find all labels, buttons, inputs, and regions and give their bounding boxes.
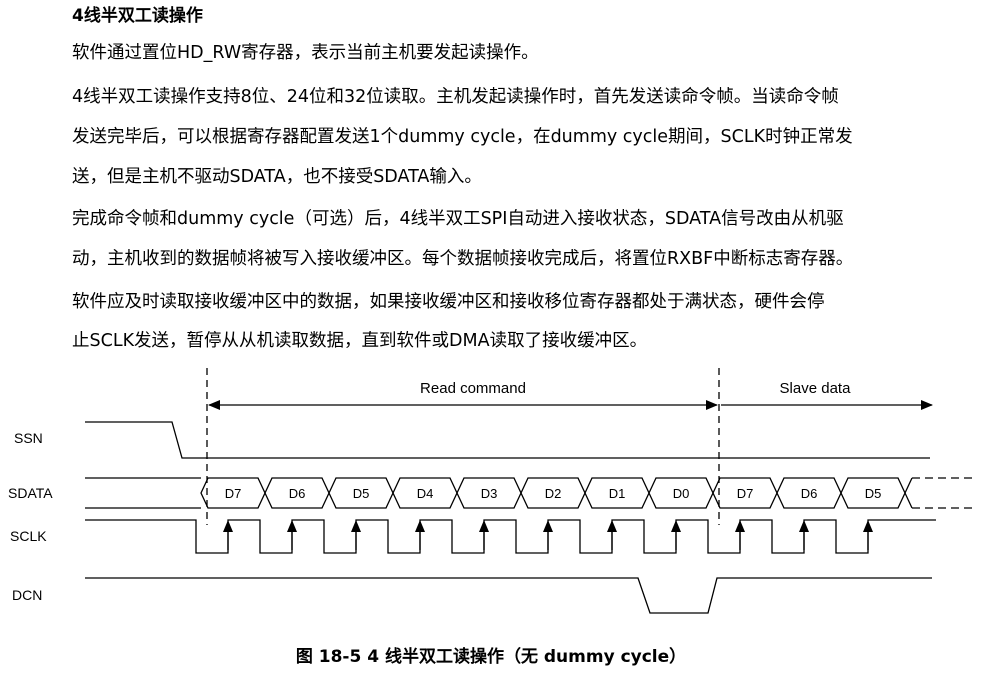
sdata-bit-label: D0: [673, 486, 690, 501]
sclk-line: [85, 519, 936, 554]
signal-label-sclk: SCLK: [10, 528, 47, 544]
ssn-waveform: [85, 421, 930, 459]
phase-label-slave-data: Slave data: [780, 380, 852, 397]
paragraph-line: 软件通过置位HD_RW寄存器，表示当前主机要发起读操作。: [72, 43, 539, 63]
sclk-edge-arrowhead: [607, 520, 617, 532]
phase-label-read-command: Read command: [420, 380, 526, 397]
sclk-edge-arrowhead: [351, 520, 361, 532]
dcn-waveform: [85, 577, 932, 614]
sdata-bit-label: D5: [865, 486, 882, 501]
sclk-edge-arrowhead: [287, 520, 297, 532]
paragraph-line: 完成命令帧和dummy cycle（可选）后，4线半双工SPI自动进入接收状态，…: [72, 209, 844, 229]
paragraph-line: 送，但是主机不驱动SDATA，也不接受SDATA输入。: [72, 167, 482, 187]
paragraph-line: 软件应及时读取接收缓冲区中的数据，如果接收缓冲区和接收移位寄存器都处于满状态，硬…: [72, 292, 825, 312]
signal-label-ssn: SSN: [14, 430, 43, 446]
sclk-waveform: [85, 519, 936, 554]
sdata-bit-label: D5: [353, 486, 370, 501]
section-title: 4线半双工读操作: [72, 6, 203, 26]
sclk-edge-arrowhead: [863, 520, 873, 532]
signal-label-dcn: DCN: [12, 587, 42, 603]
paragraph-line: 4线半双工读操作支持8位、24位和32位读取。主机发起读操作时，首先发送读命令帧…: [72, 87, 839, 107]
figure-caption: 图 18-5 4 线半双工读操作（无 dummy cycle）: [295, 647, 687, 667]
signal-label-sdata: SDATA: [8, 485, 53, 501]
sclk-edge-arrowhead: [799, 520, 809, 532]
sclk-edge-arrowhead: [735, 520, 745, 532]
sclk-edge-arrowhead: [479, 520, 489, 532]
sdata-bit-label: D6: [801, 486, 818, 501]
timing-diagram: Read command Slave data SSN SDATA SCLK D…: [8, 368, 976, 614]
paragraph-line: 动，主机收到的数据帧将被写入接收缓冲区。每个数据帧接收完成后，将置位RXBF中断…: [72, 249, 854, 269]
paragraph-line: 发送完毕后，可以根据寄存器配置发送1个dummy cycle，在dummy cy…: [72, 127, 853, 147]
sdata-bit-label: D4: [417, 486, 434, 501]
sdata-bit-label: D7: [737, 486, 754, 501]
sclk-edge-arrowhead: [415, 520, 425, 532]
paragraph-line: 止SCLK发送，暂停从从机读取数据，直到软件或DMA读取了接收缓冲区。: [72, 331, 648, 351]
sclk-edge-arrowhead: [223, 520, 233, 532]
sdata-continuation: [904, 477, 913, 494]
sdata-bit-label: D3: [481, 486, 498, 501]
sclk-edge-arrowhead: [543, 520, 553, 532]
sclk-edge-arrowhead: [671, 520, 681, 532]
sdata-waveform: D7 D6 D5 D4 D3 D2 D1 D0 D7 D6 D5: [85, 477, 976, 509]
sdata-continuation: [904, 492, 913, 509]
sdata-bit-label: D6: [289, 486, 306, 501]
sdata-bit-label: D7: [225, 486, 242, 501]
sdata-bit-label: D2: [545, 486, 562, 501]
sdata-bit-label: D1: [609, 486, 626, 501]
